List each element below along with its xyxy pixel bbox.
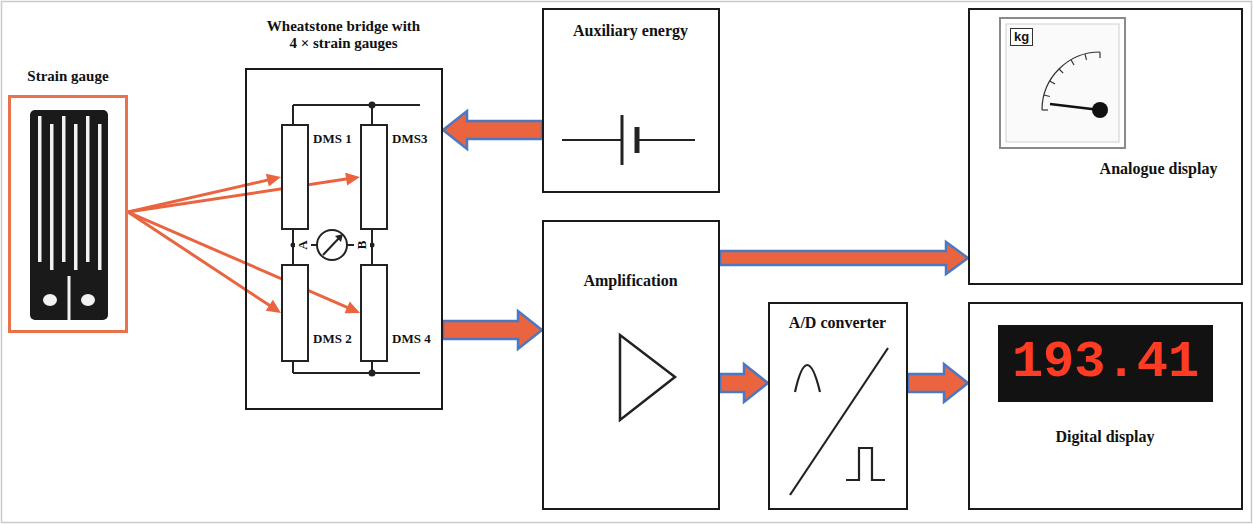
gauge-gap <box>38 116 42 262</box>
display-panel <box>998 325 1213 402</box>
junction-dot <box>369 102 376 109</box>
flow-arrow <box>443 311 542 349</box>
battery-symbol <box>562 115 695 165</box>
galvanometer-symbol <box>317 230 347 260</box>
sensor-box: Strain gauge <box>8 95 128 333</box>
flow-arrow <box>720 242 968 274</box>
unit-label: kg <box>1010 28 1033 46</box>
meter-ticks <box>1042 52 1100 110</box>
resistor-label: DMS3 <box>392 132 442 147</box>
wire <box>562 139 622 141</box>
gauge-pad-hole <box>43 294 57 306</box>
display-box: Analogue display <box>968 8 1243 285</box>
gauge-gap <box>74 124 78 270</box>
meter-scale <box>1042 52 1100 110</box>
junction-dot <box>369 370 376 377</box>
gauge-carrier <box>30 110 108 320</box>
resistor-label: DMS 4 <box>392 332 442 347</box>
meter-tick <box>1050 81 1055 84</box>
amplifier-symbol <box>620 335 675 420</box>
gauge-pad-divider <box>68 276 71 320</box>
meter-tick <box>1059 69 1063 73</box>
resistor-label: DMS 1 <box>313 132 363 147</box>
terminal-label: A <box>295 239 311 251</box>
meter-face <box>1006 24 1119 142</box>
signal-arrow <box>128 173 360 214</box>
node-title: Auxiliary energy <box>542 22 720 40</box>
strain-gauge-figure <box>30 110 108 320</box>
meter-case <box>1000 18 1125 148</box>
resistor-label: DMS 2 <box>313 332 363 347</box>
gauge-gap <box>50 124 54 270</box>
battery-plate <box>621 115 624 165</box>
resistor-box: DMS 4 <box>360 264 388 362</box>
gauge-gap <box>86 116 90 262</box>
meter-tick <box>1085 54 1087 60</box>
terminal-label: B <box>354 239 370 251</box>
bridge-box: Wheatstone bridge with 4 × strain gauges… <box>245 68 443 410</box>
flow-arrow <box>720 364 768 402</box>
signal-arrow <box>127 211 281 313</box>
converter-box: A/D converter <box>768 302 908 510</box>
resistor-box: DMS 2 <box>281 264 309 362</box>
node-title: A/D converter <box>768 314 908 332</box>
resistor-box: DMS3 <box>360 124 388 230</box>
digital-readout: 193.41 <box>998 330 1213 396</box>
node-title: Analogue display <box>1086 160 1232 178</box>
meter-knob <box>1092 102 1108 118</box>
needle-head <box>335 234 343 242</box>
meter-tick <box>1099 52 1100 58</box>
node-heading: Wheatstone bridge with 4 × strain gauges <box>265 18 423 53</box>
wire <box>637 139 695 141</box>
digital-pulse <box>846 448 885 480</box>
meter-tick <box>1042 109 1048 110</box>
flow-arrow <box>443 111 542 149</box>
amplifier-box: Amplification <box>542 220 720 510</box>
junction-dot <box>370 243 375 248</box>
converter-symbol <box>790 348 888 495</box>
gauge-gap <box>98 124 102 270</box>
node-title: Digital display <box>968 428 1243 446</box>
meter-tick <box>1071 60 1074 65</box>
analog-wave <box>795 365 820 392</box>
converter-diagonal <box>790 348 888 495</box>
signal-arrow <box>127 211 360 314</box>
wire <box>293 104 420 106</box>
power-box: Auxiliary energy <box>542 8 720 193</box>
node-heading: Strain gauge <box>0 68 138 85</box>
resistor-box: DMS 1 <box>281 124 309 230</box>
meter-figure <box>1000 18 1125 148</box>
gauge-pad-hole <box>81 294 95 306</box>
gauge-gap <box>62 116 66 262</box>
meter-tick <box>1044 95 1050 97</box>
galvanometer-needle <box>323 237 340 255</box>
node-title: Amplification <box>542 272 720 290</box>
flow-arrow <box>908 364 968 402</box>
wire <box>293 372 420 374</box>
